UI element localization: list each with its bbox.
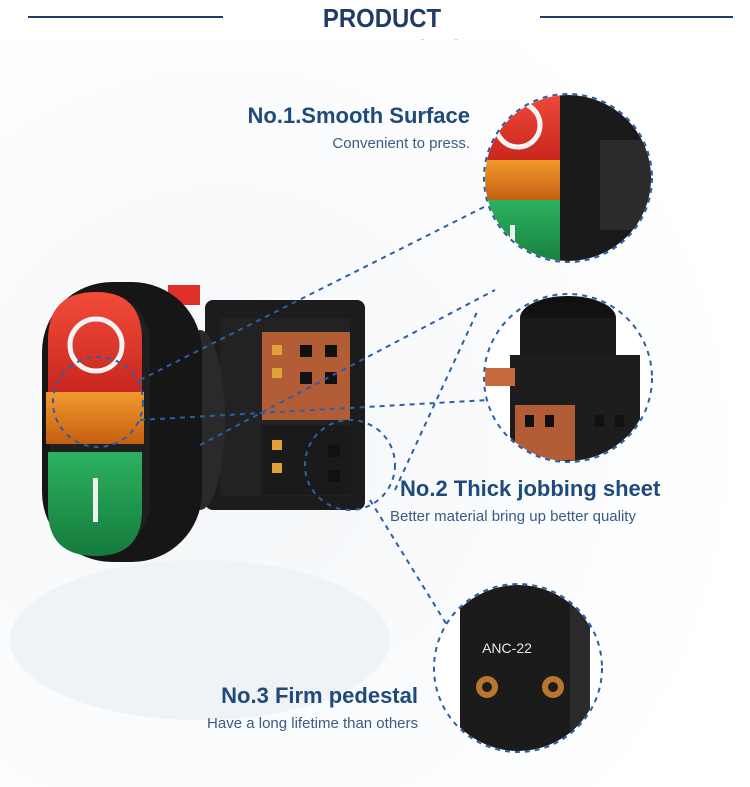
zoom-firm-pedestal	[433, 583, 603, 753]
feature-3: No.3 Firm pedestal Have a long lifetime …	[207, 683, 418, 732]
switch-main	[42, 282, 396, 562]
section-header: PRODUCT ADVANTAGES	[0, 0, 750, 64]
header-rule-right	[540, 16, 733, 18]
feature-1-subtext: Convenient to press.	[332, 135, 470, 152]
zoom-jobbing-sheet	[483, 293, 653, 463]
model-label: ANC-22	[482, 640, 532, 656]
feature-3-subtext: Have a long lifetime than others	[207, 715, 418, 732]
feature-3-heading: No.3 Firm pedestal	[221, 683, 418, 708]
product-photo: ANC-22	[0, 40, 750, 787]
callout-connectors	[139, 204, 496, 631]
feature-1-heading: No.1.Smooth Surface	[247, 103, 470, 128]
feature-2-subtext: Better material bring up better quality	[390, 508, 636, 525]
feature-2: No.2 Thick jobbing sheet Better material…	[390, 476, 660, 525]
feature-2-heading: No.2 Thick jobbing sheet	[400, 476, 661, 501]
feature-1: No.1.Smooth Surface Convenient to press.	[248, 103, 470, 152]
header-rule-left	[28, 16, 223, 18]
